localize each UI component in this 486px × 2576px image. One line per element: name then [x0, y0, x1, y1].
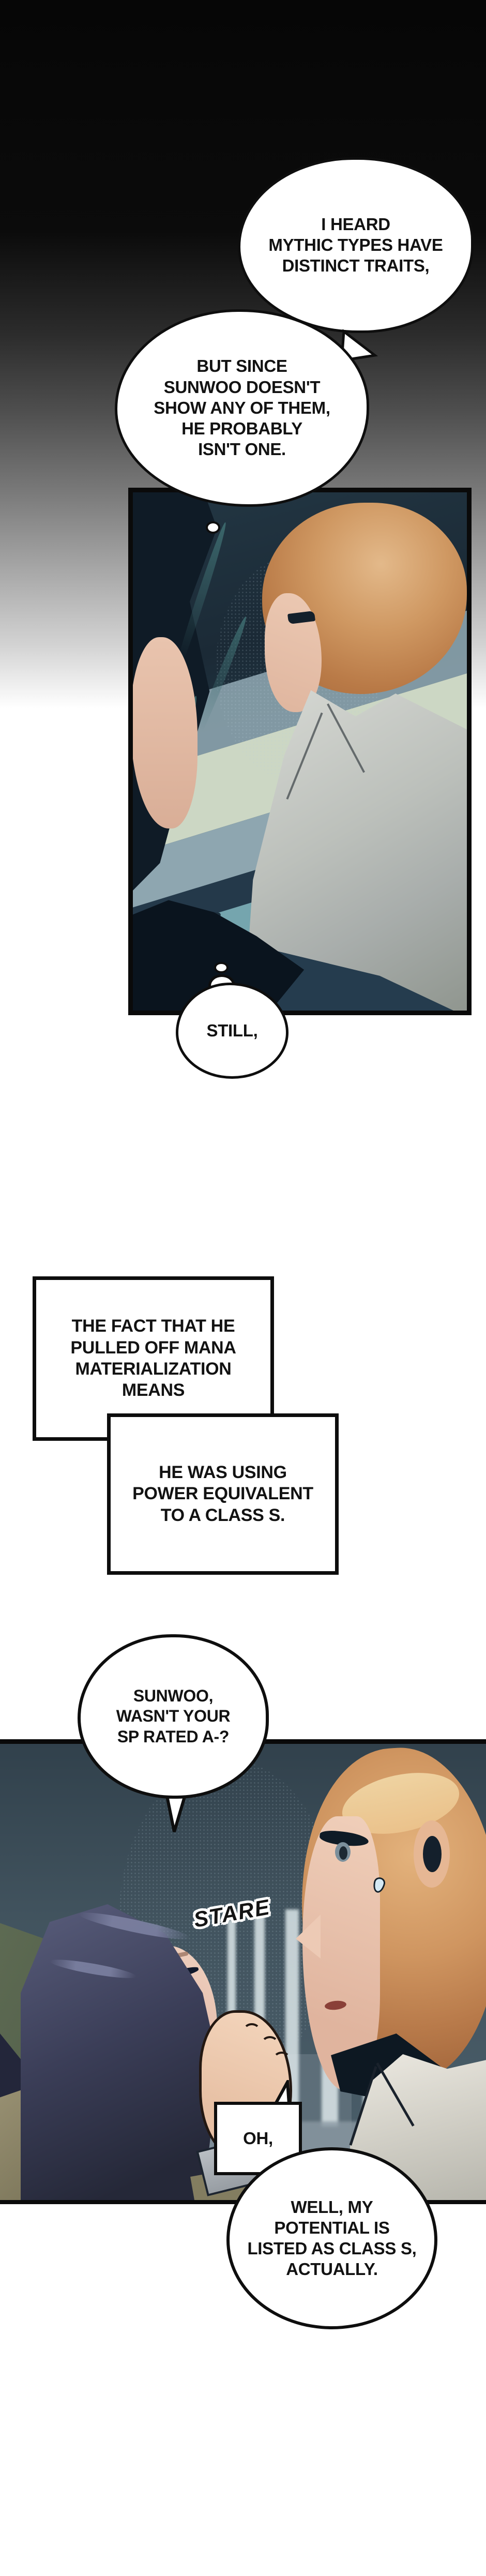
box-text: THE FACT THAT HE PULLED OFF MANA MATERIA… — [70, 1316, 236, 1400]
box-text: HE WAS USING POWER EQUIVALENT TO A CLASS… — [132, 1462, 313, 1525]
bubble-text: BUT SINCE SUNWOO DOESN'T SHOW ANY OF THE… — [154, 356, 330, 459]
boy-pupil — [339, 1846, 347, 1860]
thought-bubble-still: STILL, — [176, 983, 288, 1079]
panel-hallway-boys — [128, 488, 472, 1015]
bubble-text: WELL, MY POTENTIAL IS LISTED AS CLASS S,… — [247, 2197, 417, 2279]
dialogue-box-class-s: HE WAS USING POWER EQUIVALENT TO A CLASS… — [107, 1413, 339, 1575]
thought-bubble-dot — [206, 521, 220, 534]
dark-hair-character-neck — [133, 637, 198, 828]
knuckle-line — [243, 2023, 261, 2039]
thought-bubble-isnt-one: BUT SINCE SUNWOO DOESN'T SHOW ANY OF THE… — [115, 309, 369, 507]
speech-bubble-mythic-traits: I HEARD MYTHIC TYPES HAVE DISTINCT TRAIT… — [238, 157, 474, 333]
speech-bubble-sp-rated: SUNWOO, WASN'T YOUR SP RATED A-? — [78, 1634, 269, 1799]
speech-bubble-class-s-actually: WELL, MY POTENTIAL IS LISTED AS CLASS S,… — [226, 2147, 437, 2329]
speech-tail — [340, 329, 378, 362]
bubble-text: I HEARD MYTHIC TYPES HAVE DISTINCT TRAIT… — [268, 214, 443, 276]
knuckle-line — [273, 2052, 291, 2067]
bubble-text: STILL, — [206, 1020, 258, 1040]
bubble-text: OH, — [243, 2128, 273, 2148]
knuckle-line — [261, 2036, 279, 2052]
bubble-text: SUNWOO, WASN'T YOUR SP RATED A-? — [116, 1686, 231, 1746]
thought-bubble-dot — [214, 962, 229, 973]
boy-ear-inner — [423, 1836, 442, 1872]
